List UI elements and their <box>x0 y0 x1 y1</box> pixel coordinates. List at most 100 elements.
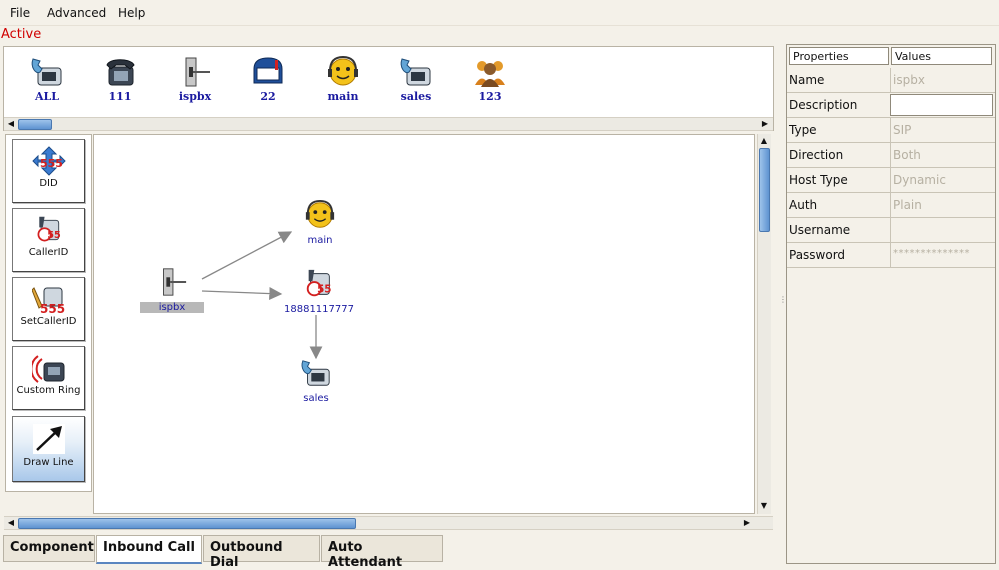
tool-did[interactable]: 555 DID <box>12 139 85 203</box>
palette-item-main[interactable]: main <box>313 55 373 103</box>
set-callerid-icon: 555 <box>31 287 65 314</box>
palette-label: sales <box>400 90 432 103</box>
description-field[interactable] <box>890 94 993 116</box>
palette-label: 111 <box>108 90 132 103</box>
property-row-auth[interactable]: Auth Plain <box>787 193 995 218</box>
canvas-vscrollbar[interactable]: ▲ ▼ <box>757 134 771 514</box>
callerid-icon <box>32 215 66 245</box>
extension-palette: ALL 111 ispbx 22 main sales 123 <box>3 46 774 131</box>
palette-item-111[interactable]: 111 <box>90 55 150 103</box>
property-value[interactable]: ************** <box>890 243 993 267</box>
tool-callerid[interactable]: CallerID <box>12 208 85 272</box>
property-value[interactable]: SIP <box>890 118 993 142</box>
tool-draw-line[interactable]: Draw Line <box>12 416 85 482</box>
tool-label: DID <box>39 178 58 189</box>
palette-label: 22 <box>260 90 276 103</box>
property-name: Host Type <box>789 173 848 187</box>
tool-label: SetCallerID <box>20 316 77 327</box>
canvas-vscroll-thumb[interactable] <box>759 148 770 232</box>
properties-panel: Properties Values Name ispbx Description… <box>786 44 996 564</box>
canvas-hscroll-thumb[interactable] <box>18 518 356 529</box>
property-row-type[interactable]: Type SIP <box>787 118 995 143</box>
operator-headset-icon <box>326 55 360 89</box>
palette-item-22[interactable]: 22 <box>238 55 298 103</box>
node-callerid[interactable]: 18881117777 <box>276 268 362 315</box>
menu-file[interactable]: File <box>10 6 31 20</box>
values-header[interactable]: Values <box>891 47 992 65</box>
property-row-username[interactable]: Username <box>787 218 995 243</box>
node-label: main <box>307 235 333 246</box>
node-main[interactable]: main <box>290 199 350 246</box>
property-row-description[interactable]: Description <box>787 93 995 118</box>
property-name: Direction <box>789 148 844 162</box>
property-row-password[interactable]: Password ************** <box>787 243 995 268</box>
palette-item-ispbx[interactable]: ispbx <box>165 55 225 103</box>
property-value[interactable]: ispbx <box>890 68 993 92</box>
node-sales[interactable]: sales <box>286 357 346 404</box>
palette-item-sales[interactable]: sales <box>386 55 446 103</box>
operator-headset-icon <box>303 199 337 231</box>
tool-panel: 555 DID CallerID 555 SetCallerID Custom … <box>5 134 92 492</box>
canvas-hscrollbar[interactable]: ◀ ▶ <box>4 516 773 530</box>
property-value[interactable]: Dynamic <box>890 168 993 192</box>
property-value[interactable] <box>890 218 993 242</box>
scroll-left-arrow[interactable]: ◀ <box>7 518 15 527</box>
scroll-up-arrow[interactable]: ▲ <box>760 136 768 145</box>
connection-lines <box>201 231 323 360</box>
tool-setcallerid[interactable]: 555 SetCallerID <box>12 277 85 341</box>
node-ispbx[interactable]: ispbx <box>140 266 204 313</box>
scroll-right-arrow[interactable]: ▶ <box>761 119 769 128</box>
palette-label: ispbx <box>178 90 212 103</box>
property-row-host-type[interactable]: Host Type Dynamic <box>787 168 995 193</box>
wall-jack-icon <box>155 266 189 298</box>
menu-bar: File Advanced Help <box>0 0 999 26</box>
property-name: Username <box>789 223 851 237</box>
menu-advanced[interactable]: Advanced <box>47 6 107 20</box>
palette-label: 123 <box>478 90 502 103</box>
property-row-direction[interactable]: Direction Both <box>787 143 995 168</box>
node-label: ispbx <box>140 302 204 313</box>
did-icon: 555 <box>31 146 66 176</box>
flow-canvas[interactable]: ispbx main 18881117777 sales <box>93 134 755 514</box>
property-value[interactable]: Plain <box>890 193 993 217</box>
scroll-left-arrow[interactable]: ◀ <box>7 119 15 128</box>
property-name: Password <box>789 248 846 262</box>
tab-inbound-call[interactable]: Inbound Call <box>96 535 202 564</box>
property-value[interactable]: Both <box>890 143 993 167</box>
scroll-right-arrow[interactable]: ▶ <box>743 518 751 527</box>
desk-phone-icon <box>103 55 137 89</box>
palette-label: ALL <box>34 90 59 103</box>
tool-label: Custom Ring <box>16 385 81 396</box>
menu-help[interactable]: Help <box>118 6 146 20</box>
custom-ring-icon <box>31 355 64 383</box>
palette-scroll-thumb[interactable] <box>18 119 52 130</box>
property-name: Description <box>789 98 858 112</box>
wall-jack-icon <box>178 55 212 89</box>
tab-outbound-dial[interactable]: Outbound Dial <box>203 535 320 570</box>
users-group-icon <box>475 61 505 87</box>
phone-group-icon <box>399 55 433 89</box>
edge-ispbx-main[interactable] <box>201 231 293 280</box>
palette-label: main <box>327 90 359 103</box>
edge-ispbx-callerid[interactable] <box>201 287 283 301</box>
svg-text:555: 555 <box>40 157 63 170</box>
callerid-icon <box>302 268 336 300</box>
tool-custom-ring[interactable]: Custom Ring <box>12 346 85 410</box>
scroll-down-arrow[interactable]: ▼ <box>760 501 768 510</box>
tool-label: Draw Line <box>23 457 74 468</box>
mailbox-icon <box>253 57 283 84</box>
splitter-handle[interactable]: ⋮ <box>779 295 787 304</box>
property-row-name[interactable]: Name ispbx <box>787 68 995 93</box>
property-name: Type <box>789 123 817 137</box>
phone-all-icon <box>30 55 64 89</box>
palette-hscrollbar[interactable]: ◀ ▶ <box>4 117 773 131</box>
palette-item-123[interactable]: 123 <box>460 55 520 103</box>
draw-line-icon <box>32 424 65 454</box>
status-label: Active <box>1 27 42 42</box>
tool-label: CallerID <box>28 247 69 258</box>
node-label: 18881117777 <box>284 304 354 315</box>
tab-component[interactable]: Component <box>3 535 95 562</box>
properties-header[interactable]: Properties <box>789 47 889 65</box>
tab-auto-attendant[interactable]: Auto Attendant <box>321 535 443 570</box>
palette-item-all[interactable]: ALL <box>17 55 77 103</box>
